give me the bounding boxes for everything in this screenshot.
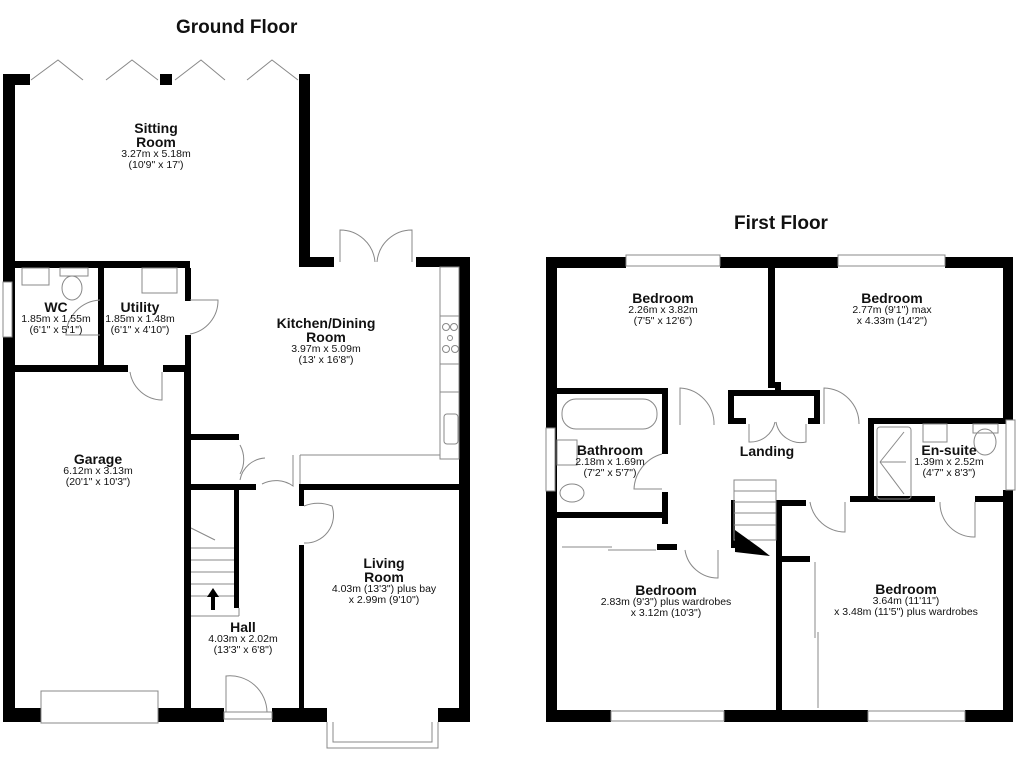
room-label-kitchen-dining: Kitchen/Dining Room 3.97m x 5.09m (13' x…	[276, 315, 376, 366]
first-floor-walls	[546, 257, 1013, 722]
room-label-bedroom-1: Bedroom 2.26m x 3.82m (7'5" x 12'6")	[628, 290, 698, 327]
room-label-en-suite: En-suite 1.39m x 2.52m (4'7" x 8'3")	[914, 442, 984, 479]
room-label-utility: Utility 1.85m x 1.48m (6'1" x 4'10")	[105, 299, 175, 336]
room-label-sitting-room: Sitting Room 3.27m x 5.18m (10'9" x 17')	[121, 120, 191, 171]
ground-floor-walls	[3, 74, 470, 722]
ground-floor-title: Ground Floor	[176, 17, 298, 38]
first-floor-title: First Floor	[734, 213, 828, 234]
room-label-bathroom: Bathroom 2.18m x 1.69m (7'2" x 5'7")	[575, 442, 645, 479]
ground-floor-fixtures	[2, 59, 460, 749]
room-label-living-room: Living Room 4.03m (13'3") plus bay x 2.9…	[331, 555, 437, 606]
room-label-garage: Garage 6.12m x 3.13m (20'1" x 10'3")	[63, 451, 133, 488]
room-label-bedroom-3: Bedroom 2.83m (9'3") plus wardrobes x 3.…	[600, 582, 732, 619]
room-label-landing: Landing	[739, 443, 795, 459]
room-label-wc: WC 1.85m x 1.55m (6'1" x 5'1")	[21, 299, 91, 336]
room-label-hall: Hall 4.03m x 2.02m (13'3" x 6'8")	[208, 619, 278, 656]
first-floor-fixtures	[545, 254, 1016, 722]
room-label-bedroom-2: Bedroom 2.77m (9'1") max x 4.33m (14'2")	[852, 290, 932, 327]
room-label-bedroom-4: Bedroom 3.64m (11'11") x 3.48m (11'5") p…	[834, 581, 978, 618]
